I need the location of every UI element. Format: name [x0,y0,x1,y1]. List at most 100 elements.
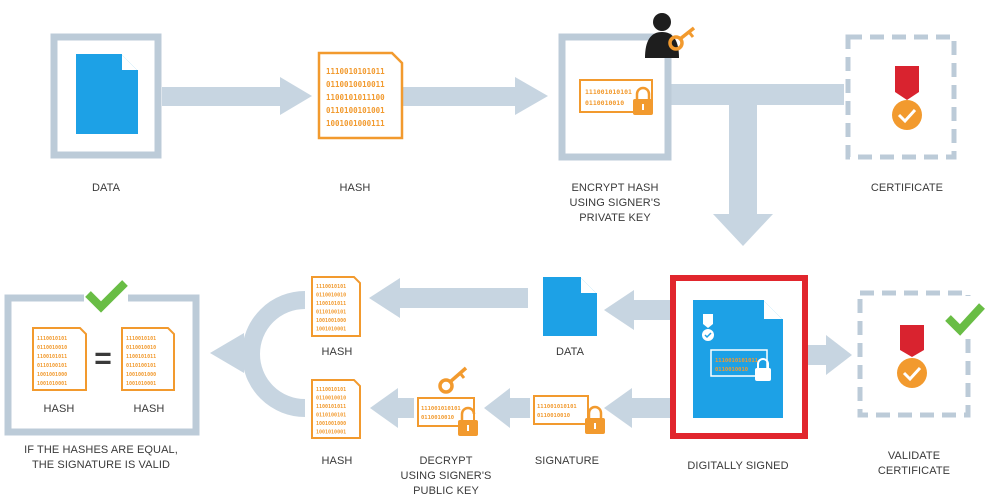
label-data-bottom: DATA [556,346,585,358]
binary-line: 0110010010 [537,413,570,419]
compare-node: 1110010101 0110010010 1100101011 0110100101… [4,280,200,471]
signature-binary: 111001010101 0110010010 [537,404,577,419]
label-encrypt-2: USING SIGNER'S [570,197,661,209]
data-bottom-node: DATA [543,277,597,358]
binary-line: 0110100101 [316,413,346,419]
arrow-merge-to-compare [210,291,306,417]
hash-binary: 1110010101011011001001001111001010111000… [326,67,385,128]
binary-line: 1110010101011 [326,67,385,76]
binary-line: 0110010010 [37,345,67,351]
binary-line: 1001001000 [37,372,67,378]
decrypted-binary: 111001010101 0110010010 [421,406,461,421]
arrow-decrypt-to-hash [370,388,414,428]
binary-line: 1110010101 [316,284,346,290]
arrow-data-to-hash-top [369,278,528,318]
validate-node: VALIDATE CERTIFICATE [857,290,985,477]
label-hash-left: HASH [44,403,75,415]
binary-line: 1110010101 [37,336,67,342]
binary-line: 111001010101 [585,88,632,96]
arrow-signature-to-decrypt [484,388,530,428]
check-icon [945,303,985,336]
signed-document-icon: 1110010101011 0110010010 [693,300,783,418]
binary-line: 1110010101 [126,336,156,342]
certificate-node: CERTIFICATE [845,34,957,194]
label-conclusion-2: THE SIGNATURE IS VALID [32,459,170,471]
label-hash-right: HASH [134,403,165,415]
lock-icon [633,86,653,115]
label-signature: SIGNATURE [535,455,599,467]
label-digitally-signed: DIGITALLY SIGNED [687,460,788,472]
flow-arrows [162,77,852,428]
arrow-hash-to-encrypt [402,77,548,115]
label-decrypt-2: USING SIGNER'S [401,470,492,482]
label-encrypt-3: PRIVATE KEY [579,212,651,224]
binary-line: 1100101011 [316,301,346,307]
label-hash-data-branch: HASH [322,346,353,358]
binary-line: 1001001000111 [326,119,385,128]
binary-line: 1100101011 [126,354,156,360]
digitally-signed-node: 1110010101011 0110010010 DIGITALLY SIGNED [670,275,808,472]
equals-sign: = [94,342,112,375]
unlock-icon [458,406,478,436]
key-icon [438,366,468,394]
data-node: DATA [50,33,162,194]
arrow-join-to-signed [668,84,844,246]
hash-sig-branch-node: 1110010101 0110010010 1100101011 0110100101… [311,379,361,467]
label-hash: HASH [340,182,371,194]
validate-medal-icon [897,325,927,388]
binary-line: 111001010101 [537,404,577,410]
label-data: DATA [92,182,121,194]
arrow-signed-to-data [604,290,670,330]
binary-line: 0110100101 [37,363,67,369]
binary-line: 0110010010 [421,415,454,421]
label-hash-sig-branch: HASH [322,455,353,467]
hash-binary: 1110010101 0110010010 1100101011 0110100101… [126,336,156,387]
decrypt-node: 111001010101 0110010010 DECRYPT USING SIG… [401,366,492,497]
signed-binary: 1110010101011 0110010010 [715,358,759,373]
binary-line: 0110010010 [715,367,748,373]
binary-line: 0110010010 [316,293,346,299]
hash-top-branch-node: 1110010101011001001011001010110110100101… [311,276,361,358]
hash-binary: 1110010101 0110010010 1100101011 0110100101… [316,387,346,436]
arrow-data-to-hash [162,77,312,115]
binary-line: 1001010001 [126,381,156,387]
binary-line: 1110010101 [316,387,346,393]
binary-line: 1001010001 [37,381,67,387]
document-icon [76,54,138,134]
label-certificate: CERTIFICATE [871,182,943,194]
hash-node: 1110010101011011001001001111001010111000… [317,51,404,194]
document-icon [543,277,597,336]
binary-line: 0110010010011 [326,80,385,89]
key-icon [668,26,696,51]
arrow-signed-to-validate [808,335,852,375]
hash-binary: 1110010101011001001011001010110110100101… [37,336,67,387]
binary-line: 1001001000 [126,372,156,378]
encrypted-binary: 111001010101 0110010010 [585,88,632,107]
binary-line: 0110010010 [316,396,346,402]
binary-line: 0110100101 [126,363,156,369]
certificate-medal-icon [892,66,922,130]
binary-line: 1001010001 [316,327,346,333]
label-encrypt-1: ENCRYPT HASH [572,182,659,194]
label-validate-2: CERTIFICATE [878,465,950,477]
signature-node: 111001010101 0110010010 SIGNATURE [533,395,605,467]
binary-line: 1110010101011 [715,358,759,364]
label-validate-1: VALIDATE [888,450,940,462]
arrow-signed-to-signature [604,388,670,428]
binary-line: 1001010001 [316,430,346,436]
lock-icon [585,405,605,434]
binary-line: 0110010010 [585,99,624,107]
hash-document-icon: 1110010101011011001001001111001010111000… [317,51,404,140]
label-conclusion-1: IF THE HASHES ARE EQUAL, [24,444,178,456]
label-decrypt-1: DECRYPT [419,455,472,467]
hash-binary: 1110010101011001001011001010110110100101… [316,284,346,333]
binary-line: 1100101011 [316,404,346,410]
check-icon [85,280,128,313]
binary-line: 0110010010 [126,345,156,351]
binary-line: 1001001000 [316,421,346,427]
binary-line: 111001010101 [421,406,461,412]
binary-line: 1001001000 [316,318,346,324]
label-decrypt-3: PUBLIC KEY [413,485,479,497]
binary-line: 0110100101001 [326,106,385,115]
